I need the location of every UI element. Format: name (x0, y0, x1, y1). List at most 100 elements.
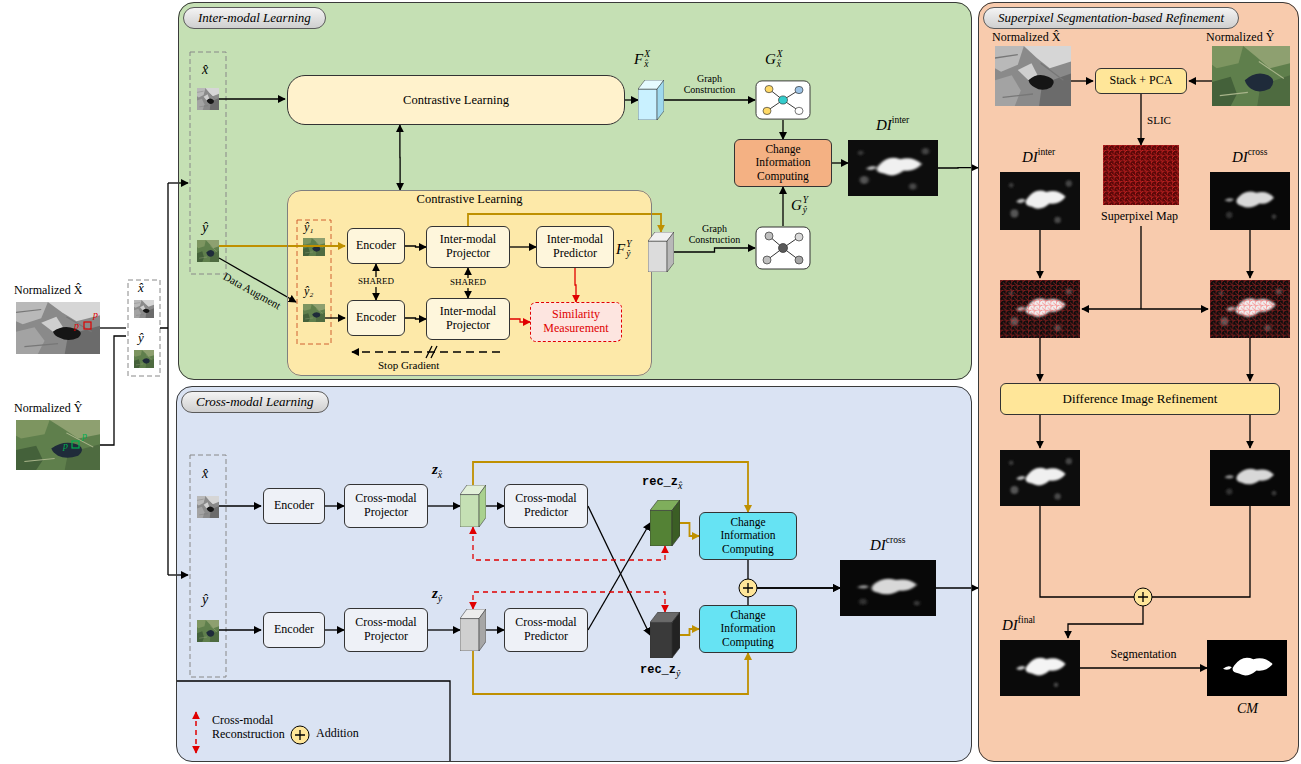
cube-shape (460, 609, 486, 651)
addition-cross (1138, 592, 1148, 602)
math-base: G (791, 197, 802, 213)
text-label: p (82, 430, 87, 442)
text-label: ŷ (202, 592, 208, 608)
flow-arrow (219, 629, 261, 630)
legend-text: Addition (316, 727, 359, 741)
text-label: Stop Gradient (378, 359, 439, 372)
flow-arrow (1141, 308, 1208, 309)
connector (674, 248, 755, 252)
panel-title: Superpixel Segmentation-based Refinement (983, 7, 1239, 29)
math-label: zŷ (432, 585, 442, 604)
connector (1080, 667, 1207, 668)
input-images (16, 280, 160, 470)
graph-picture (779, 96, 788, 104)
image-picture (840, 560, 936, 616)
text-label: x̂ (202, 466, 208, 482)
box-label: Inter-modal Projector (430, 305, 506, 333)
edge-label: Segmentation (1111, 648, 1177, 661)
math-base: DI (1022, 149, 1038, 165)
patch-thumbnail (303, 304, 325, 322)
dashed-group (190, 455, 226, 677)
superscript: inter (1038, 147, 1055, 157)
legend-text: Cross-modal Reconstruction (212, 714, 298, 742)
image-picture (1000, 172, 1080, 230)
cube-shape (638, 80, 664, 120)
connector (748, 560, 840, 588)
flow-line (100, 327, 126, 328)
satellite-image (1212, 46, 1290, 106)
text-label: p (74, 320, 79, 332)
box-label: Change Information Computing (703, 516, 793, 556)
image-picture (1207, 640, 1287, 696)
superscript: inter (892, 115, 909, 125)
superscript: Y (626, 240, 631, 250)
panel-fill (978, 2, 1299, 762)
graph-picture (756, 227, 810, 269)
graph-picture (755, 80, 811, 120)
process-box: Difference Image Refinement (1000, 383, 1280, 415)
process-box: Cross-modal Projector (344, 484, 428, 528)
image-node: DIinter (1000, 172, 1080, 230)
process-box: Stack + PCA (1095, 68, 1187, 94)
image-node: CM (1207, 640, 1287, 696)
flow-arrow (1071, 80, 1093, 81)
panel-title: Inter-modal Learning (183, 7, 326, 29)
box-label: Change Information Computing (703, 609, 793, 649)
text-label: p (93, 309, 98, 321)
addition-symbol (1134, 588, 1152, 606)
math-base: rec_z (640, 663, 676, 677)
math-base: DI (1002, 617, 1018, 633)
connector (748, 588, 840, 605)
flow-arrow (219, 98, 285, 99)
superscript: cross (886, 535, 906, 545)
text-label: Normalized X̂ (14, 284, 82, 298)
cube-shape (460, 485, 486, 527)
cube-shape (638, 89, 657, 120)
cube-shape (460, 619, 479, 651)
graph-picture (795, 86, 803, 93)
text-label: x̂ (202, 62, 208, 78)
process-box: Cross-modal Predictor (504, 608, 588, 652)
math-label: DIfinal (1002, 616, 1035, 633)
connector (325, 629, 344, 630)
process-box: Change Information Computing (734, 139, 832, 187)
flow-line (1140, 226, 1141, 309)
cube-shape (648, 241, 667, 272)
addition-circle (739, 579, 757, 597)
panel-fill (176, 386, 972, 762)
graph-picture (767, 236, 799, 260)
flow-arrow (1249, 338, 1250, 381)
math-label: DIinter (876, 116, 909, 133)
image-picture (1103, 145, 1179, 205)
math-base: CM (1237, 701, 1258, 716)
graph-picture (763, 107, 771, 114)
panel-fill (178, 2, 972, 380)
feature-cube: FYŷ (648, 232, 674, 272)
image-picture (1210, 172, 1290, 230)
flow-line (160, 183, 168, 575)
graph-picture (756, 81, 810, 119)
feature-cube: rec_zx̂ (650, 500, 680, 546)
connector (588, 523, 650, 630)
stop-gradient-mark (426, 346, 437, 358)
text-label: ŷ (138, 331, 144, 346)
addition-circle (1134, 588, 1152, 606)
edge-label: SLIC (1147, 113, 1171, 125)
math-base: Superpixel Map (1101, 209, 1178, 223)
layout-lines (100, 183, 188, 575)
graph-node: GXx̂ (755, 80, 811, 120)
math-label: FXx̂ (634, 50, 650, 70)
connector (680, 523, 699, 536)
graph-picture (767, 89, 799, 111)
flow-arrow (219, 245, 345, 247)
patch-thumbnail (197, 620, 219, 642)
cube-shape (657, 80, 664, 120)
process-box: Inter-modal Projector (426, 298, 510, 340)
feature-cube: zŷ (460, 609, 486, 651)
image-picture (848, 140, 938, 196)
flow-line (1152, 506, 1250, 597)
region-fill (287, 190, 652, 376)
connector (625, 99, 638, 100)
process-box: Encoder (347, 228, 405, 264)
